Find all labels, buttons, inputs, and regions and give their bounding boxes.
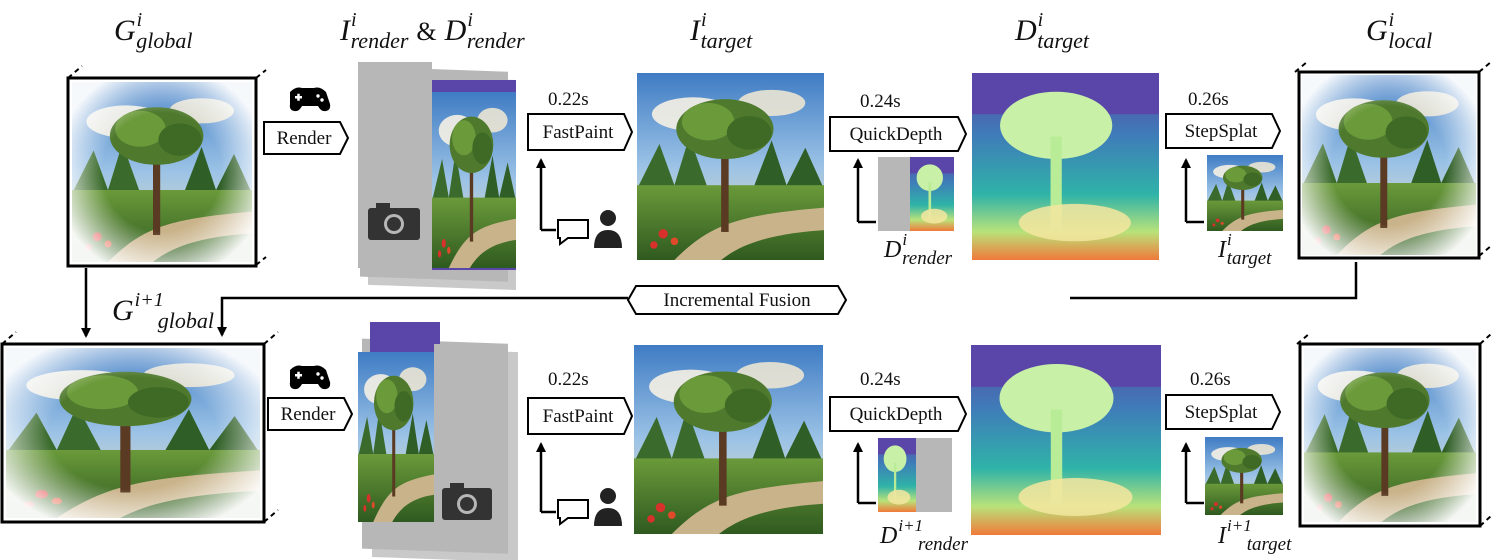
render-button-shape <box>263 121 350 155</box>
label-d-render-small-bottom: Di+1render <box>880 516 968 555</box>
d-target-image-top <box>972 73 1159 260</box>
incremental-fusion-label: Incremental Fusion <box>663 289 811 311</box>
quickdepth-time-top: 0.24s <box>860 91 901 112</box>
label-i-target-small-bottom: Ii+1target <box>1218 516 1292 555</box>
label-i-target: Iitarget <box>690 9 753 53</box>
d-render-thumb-top <box>878 157 954 231</box>
render-button-top: Render <box>276 127 332 149</box>
gamepad-icon <box>289 365 331 390</box>
person-icon <box>594 488 622 526</box>
g-local-frame-bottom <box>1296 333 1492 528</box>
label-d-render-small-top: Dirender <box>884 230 953 269</box>
d-target-image-bottom <box>971 345 1161 535</box>
camera-icon <box>442 483 492 520</box>
label-g-local: Gilocal <box>1366 9 1433 53</box>
g-global-frame <box>66 65 267 268</box>
d-render-thumb-bottom <box>878 438 952 512</box>
i-target-thumb-bottom <box>1205 437 1283 515</box>
stepsplat-time-top: 0.26s <box>1188 89 1229 110</box>
chat-bubble-icon <box>557 219 589 246</box>
person-icon <box>594 210 622 248</box>
render-button-bottom: Render <box>280 403 336 425</box>
chat-bubble-icon <box>557 499 589 526</box>
quickdepth-time-bottom: 0.24s <box>860 369 901 390</box>
fastpaint-button-bottom: FastPaint <box>542 405 614 427</box>
stepsplat-button-top: StepSplat <box>1184 120 1258 142</box>
g-global-next-frame <box>0 331 279 524</box>
i-target-thumb-top <box>1207 155 1283 231</box>
label-i-target-small-top: Iitarget <box>1218 230 1272 269</box>
label-render-pair: Iirender&Dirender <box>340 9 525 53</box>
g-local-frame <box>1294 61 1492 260</box>
label-g-global-next: Gi+1global <box>112 289 214 333</box>
i-target-image-top <box>637 73 824 260</box>
label-d-target: Ditarget <box>1015 9 1089 53</box>
quickdepth-button-top: QuickDepth <box>849 123 943 145</box>
stepsplat-button-bottom: StepSplat <box>1184 401 1258 423</box>
gamepad-icon <box>289 87 331 112</box>
quickdepth-button-bottom: QuickDepth <box>849 403 943 425</box>
label-g-global: Giglobal <box>114 9 193 53</box>
render-frames-top <box>358 62 516 291</box>
camera-icon <box>368 203 420 240</box>
render-frames-bottom <box>358 322 518 560</box>
i-target-image-bottom <box>634 345 823 534</box>
stepsplat-time-bottom: 0.26s <box>1190 369 1231 390</box>
fastpaint-time-bottom: 0.22s <box>548 369 589 390</box>
fastpaint-time-top: 0.22s <box>548 89 589 110</box>
fastpaint-button-top: FastPaint <box>542 121 614 143</box>
